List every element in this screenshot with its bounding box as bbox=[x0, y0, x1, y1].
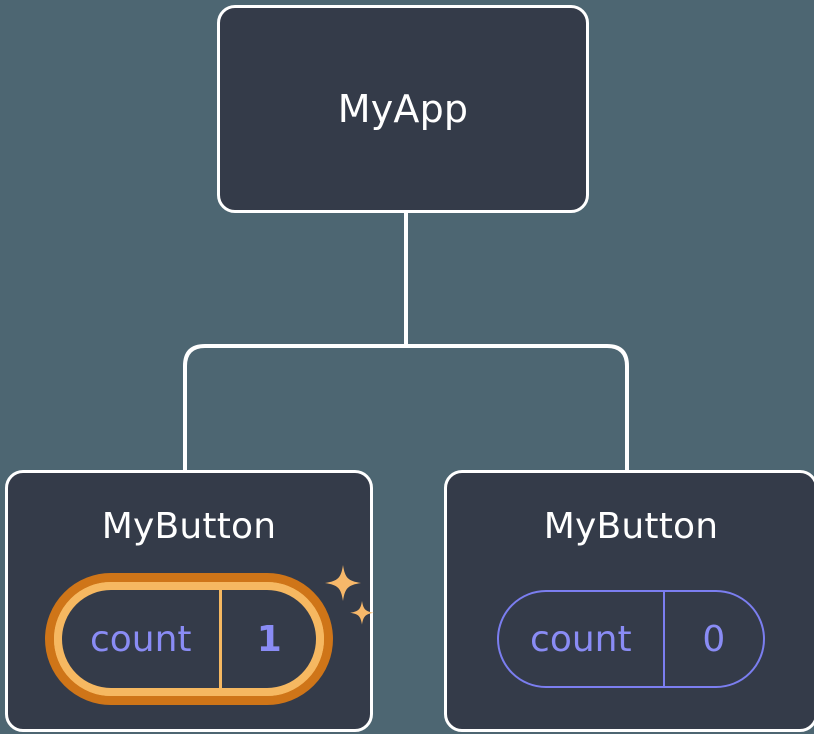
sparkle-small-icon bbox=[350, 601, 374, 625]
component-node-myapp[interactable]: MyApp bbox=[217, 5, 589, 213]
node-title: MyButton bbox=[543, 506, 719, 547]
state-pill-wrapper-unchanged: count 0 bbox=[497, 590, 765, 688]
component-node-mybutton-unchanged[interactable]: MyButton count 0 bbox=[444, 470, 814, 732]
state-key: count bbox=[62, 590, 223, 688]
state-value: 0 bbox=[702, 618, 726, 660]
state-key: count bbox=[499, 592, 665, 686]
connector-branch bbox=[183, 344, 629, 470]
state-pill-unchanged[interactable]: count 0 bbox=[497, 590, 765, 688]
node-title: MyButton bbox=[101, 506, 277, 547]
state-pill-updated[interactable]: count 1 bbox=[54, 582, 324, 696]
component-node-mybutton-updated[interactable]: MyButton count 1 bbox=[5, 470, 374, 732]
state-value: 1 bbox=[256, 618, 282, 660]
state-pill-wrapper-updated: count 1 bbox=[45, 565, 374, 705]
sparkle-large-icon bbox=[325, 565, 361, 601]
state-pill-highlight-ring[interactable]: count 1 bbox=[45, 573, 333, 705]
node-title: MyApp bbox=[337, 87, 469, 131]
